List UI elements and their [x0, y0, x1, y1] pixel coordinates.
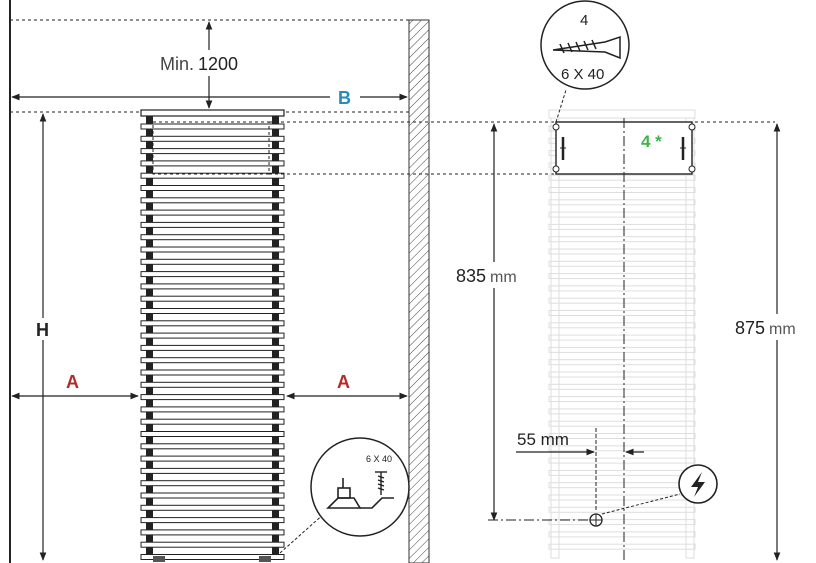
screw-count: 4: [580, 12, 588, 29]
ghost-rung: [548, 248, 696, 255]
min-clearance-label: Min.1200: [160, 54, 238, 74]
radiator-rung: [140, 221, 285, 228]
radiator-rung: [140, 381, 285, 388]
radiator-rung: [140, 148, 285, 155]
radiator-rung: [140, 271, 285, 278]
radiator-front: [140, 109, 285, 562]
ghost-rung: [548, 371, 696, 378]
radiator-rung: [140, 357, 285, 364]
ghost-rung: [548, 506, 696, 513]
ghost-rung: [548, 322, 696, 329]
h-label: H: [36, 320, 49, 340]
ghost-rung: [548, 420, 696, 427]
right-wall: [408, 19, 430, 563]
ghost-rung: [548, 236, 696, 243]
radiator-rung: [140, 455, 285, 462]
ghost-rung: [548, 285, 696, 292]
ghost-rung: [548, 273, 696, 280]
ghost-rung: [548, 408, 696, 415]
radiator-rung: [140, 529, 285, 536]
bracket-count-label: 4 *: [641, 132, 662, 151]
ghost-rung: [548, 531, 696, 538]
radiator-rung: [140, 295, 285, 302]
ghost-rung: [548, 310, 696, 316]
radiator-rung: [140, 172, 285, 179]
ghost-rung: [548, 433, 696, 439]
radiator-rung: [140, 308, 285, 314]
leveling-foot-callout: 6 X 40: [279, 437, 410, 554]
radiator-rungs: [140, 123, 285, 560]
radiator-rung: [140, 554, 285, 560]
radiator-rung: [140, 394, 285, 401]
ghost-rung: [548, 445, 696, 452]
ghost-rung: [548, 396, 696, 403]
leveling-foot-icon: [326, 478, 394, 509]
radiator-rung: [140, 369, 285, 376]
radiator-rung: [140, 160, 285, 167]
ghost-rung: [548, 482, 696, 489]
radiator-rung: [140, 246, 285, 253]
radiator-rung: [140, 258, 285, 265]
radiator-rung: [140, 209, 285, 216]
ghost-rung: [548, 494, 696, 501]
a-left-label: A: [66, 372, 79, 392]
ghost-rung: [548, 187, 696, 193]
ghost-rung: [548, 346, 696, 353]
b-label: B: [338, 88, 351, 108]
ghost-rung: [548, 543, 696, 550]
screw-size: 6 X 40: [561, 66, 604, 83]
ghost-rung: [548, 519, 696, 526]
radiator-rung: [140, 504, 285, 511]
power-callout: [601, 464, 718, 515]
radiator-rung: [140, 332, 285, 339]
radiator-rung: [140, 283, 285, 290]
radiator-rung: [140, 541, 285, 548]
a-right-label: A: [337, 372, 350, 392]
ghost-rung: [548, 334, 696, 341]
foot-screw-size: 6 X 40: [366, 454, 392, 464]
screw-callout: 4 6 X 40: [540, 0, 630, 123]
radiator-rung: [140, 418, 285, 425]
ghost-rung: [548, 297, 696, 304]
radiator-rung: [140, 185, 285, 191]
ghost-rung: [548, 383, 696, 390]
radiator-rung: [140, 123, 285, 130]
radiator-rung: [140, 234, 285, 241]
ghost-rung: [548, 174, 696, 181]
ghost-rung: [548, 260, 696, 267]
lightning-icon: [691, 472, 705, 497]
ghost-rung: [548, 359, 696, 366]
radiator-rung: [140, 320, 285, 327]
ghost-rung: [548, 223, 696, 230]
ghost-rung: [548, 211, 696, 218]
radiator-rung: [140, 492, 285, 499]
screw-icon: [552, 35, 621, 60]
dim-55-label: 55 mm: [517, 430, 569, 449]
radiator-rung: [140, 467, 285, 474]
ghost-rung: [548, 469, 696, 476]
radiator-rung: [140, 517, 285, 524]
radiator-ghost: [548, 109, 696, 559]
radiator-rung: [140, 431, 285, 437]
radiator-rung: [140, 443, 285, 450]
screw-icon: [375, 471, 387, 495]
ghost-rung: [548, 199, 696, 206]
radiator-rung: [140, 406, 285, 413]
wall-bracket: 4 *: [552, 121, 696, 175]
radiator-rung: [140, 135, 285, 142]
radiator-rung: [140, 344, 285, 351]
ghost-rung: [548, 457, 696, 464]
radiator-rung: [140, 197, 285, 204]
radiator-rung: [140, 480, 285, 487]
